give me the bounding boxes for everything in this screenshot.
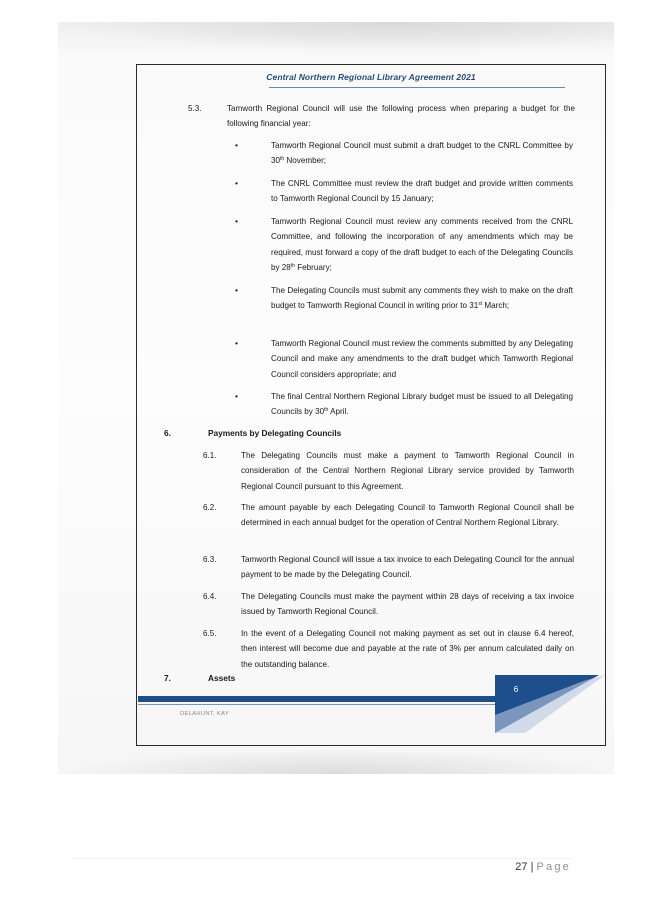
page-footer-separator: | [530,861,534,873]
scan-shadow-bottom [58,748,614,774]
clause-text-6-5: In the event of a Delegating Council not… [241,629,574,669]
bullet-icon: • [235,178,238,188]
scan-shadow-top [58,22,614,52]
header-rule [269,87,565,88]
clause-number-6-5: 6.5. [203,629,217,638]
inner-page-number: 6 [513,684,519,694]
clause-text-6-2: The amount payable by each Delegating Co… [241,503,574,528]
bullet-item-3: Tamworth Regional Council must review an… [271,217,573,273]
bullet-item-4: The Delegating Councils must submit any … [271,286,573,311]
bullet-item-5: Tamworth Regional Council must review th… [271,339,573,379]
section-title-7: Assets [208,673,236,683]
bullet-icon: • [235,216,238,226]
clause-text-5-3: Tamworth Regional Council will use the f… [227,104,575,129]
scanned-page [58,22,614,774]
bullet-icon: • [235,140,238,150]
bullet-icon: • [235,285,238,295]
page-footer-word: Page [536,861,571,873]
footer-author: DELAHUNT, KAY [180,711,229,717]
bullet-icon: • [235,391,238,401]
bullet-item-6: The final Central Northern Regional Libr… [271,392,573,417]
footer-band [138,696,496,702]
page-footer: 27 | Page [515,861,571,873]
clause-number-6-2: 6.2. [203,503,217,512]
clause-text-6-4: The Delegating Councils must make the pa… [241,592,574,617]
section-title-6: Payments by Delegating Councils [208,428,342,438]
page-footer-rule [72,858,572,859]
document-frame: Central Northern Regional Library Agreem… [136,64,606,746]
footer-rule [138,704,496,706]
clause-text-6-3: Tamworth Regional Council will issue a t… [241,555,574,580]
footer-swoosh [495,675,605,733]
header-title: Central Northern Regional Library Agreem… [266,72,476,82]
bullet-item-1: Tamworth Regional Council must submit a … [271,141,573,166]
clause-number-6-3: 6.3. [203,555,217,564]
bullet-icon: • [235,338,238,348]
clause-number-6-4: 6.4. [203,592,217,601]
bullet-item-2: The CNRL Committee must review the draft… [271,179,573,204]
clause-number-6-1: 6.1. [203,451,217,460]
clause-number-5-3: 5.3. [188,104,202,113]
page-footer-number: 27 [515,861,528,873]
section-number-6: 6. [164,428,171,438]
section-number-7: 7. [164,673,171,683]
clause-text-6-1: The Delegating Councils must make a paym… [241,451,574,491]
